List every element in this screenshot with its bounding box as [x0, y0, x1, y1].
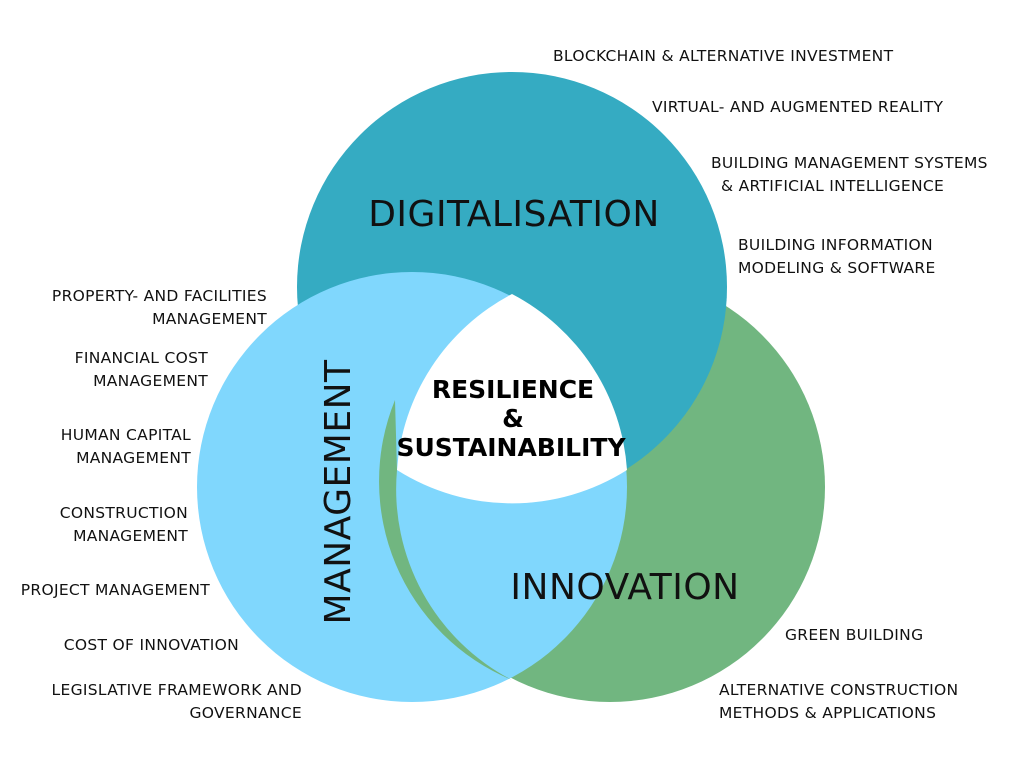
digitalisation-item-vr-ar: VIRTUAL- AND AUGMENTED REALITY [652, 96, 943, 119]
label-line: FINANCIAL COST [74, 349, 208, 367]
label-line: METHODS & APPLICATIONS [719, 704, 937, 722]
label-line: & ARTIFICIAL INTELLIGENCE [721, 177, 945, 195]
label-line: HUMAN CAPITAL [60, 426, 191, 444]
label-line: COST OF INNOVATION [63, 636, 239, 654]
digitalisation-title: DIGITALISATION [368, 194, 660, 235]
label-line: PROPERTY- AND FACILITIES [51, 287, 267, 305]
label-line: BLOCKCHAIN & ALTERNATIVE INVESTMENT [553, 47, 894, 65]
center-region [397, 294, 627, 504]
label-line: MODELING & SOFTWARE [738, 259, 936, 277]
label-line: PROJECT MANAGEMENT [20, 581, 210, 599]
center-line-resilience: RESILIENCE [432, 375, 594, 404]
center-line-ampersand: & [502, 404, 524, 433]
management-item-project: PROJECT MANAGEMENT [21, 579, 210, 602]
innovation-title: INNOVATION [510, 567, 739, 608]
management-item-cost-of-innovation: COST OF INNOVATION [64, 634, 239, 657]
management-item-legislative: LEGISLATIVE FRAMEWORK AND GOVERNANCE [52, 679, 302, 725]
label-line: BUILDING INFORMATION [738, 236, 933, 254]
label-line: CONSTRUCTION [59, 504, 188, 522]
digitalisation-item-bms-ai: BUILDING MANAGEMENT SYSTEMS & ARTIFICIAL… [711, 152, 988, 198]
innovation-item-green-building: GREEN BUILDING [785, 624, 923, 647]
management-title: MANAGEMENT [318, 359, 359, 624]
label-line: MANAGEMENT [76, 449, 191, 467]
management-item-financial: FINANCIAL COST MANAGEMENT [75, 347, 208, 393]
label-line: MANAGEMENT [152, 310, 267, 328]
innovation-overlap-arc [379, 400, 512, 680]
label-line: MANAGEMENT [93, 372, 208, 390]
innovation-item-alt-construction: ALTERNATIVE CONSTRUCTION METHODS & APPLI… [719, 679, 958, 725]
digitalisation-item-bim: BUILDING INFORMATION MODELING & SOFTWARE [738, 234, 936, 280]
label-line: VIRTUAL- AND AUGMENTED REALITY [652, 98, 944, 116]
label-line: GREEN BUILDING [785, 626, 924, 644]
management-item-property: PROPERTY- AND FACILITIES MANAGEMENT [52, 285, 267, 331]
digitalisation-item-blockchain: BLOCKCHAIN & ALTERNATIVE INVESTMENT [553, 45, 893, 68]
center-line-sustainability: SUSTAINABILITY [396, 433, 626, 462]
label-line: MANAGEMENT [73, 527, 188, 545]
label-line: ALTERNATIVE CONSTRUCTION [719, 681, 959, 699]
management-item-human-capital: HUMAN CAPITAL MANAGEMENT [61, 424, 191, 470]
label-line: BUILDING MANAGEMENT SYSTEMS [711, 154, 988, 172]
label-line: LEGISLATIVE FRAMEWORK AND [51, 681, 302, 699]
label-line: GOVERNANCE [189, 704, 302, 722]
management-item-construction: CONSTRUCTION MANAGEMENT [60, 502, 188, 548]
